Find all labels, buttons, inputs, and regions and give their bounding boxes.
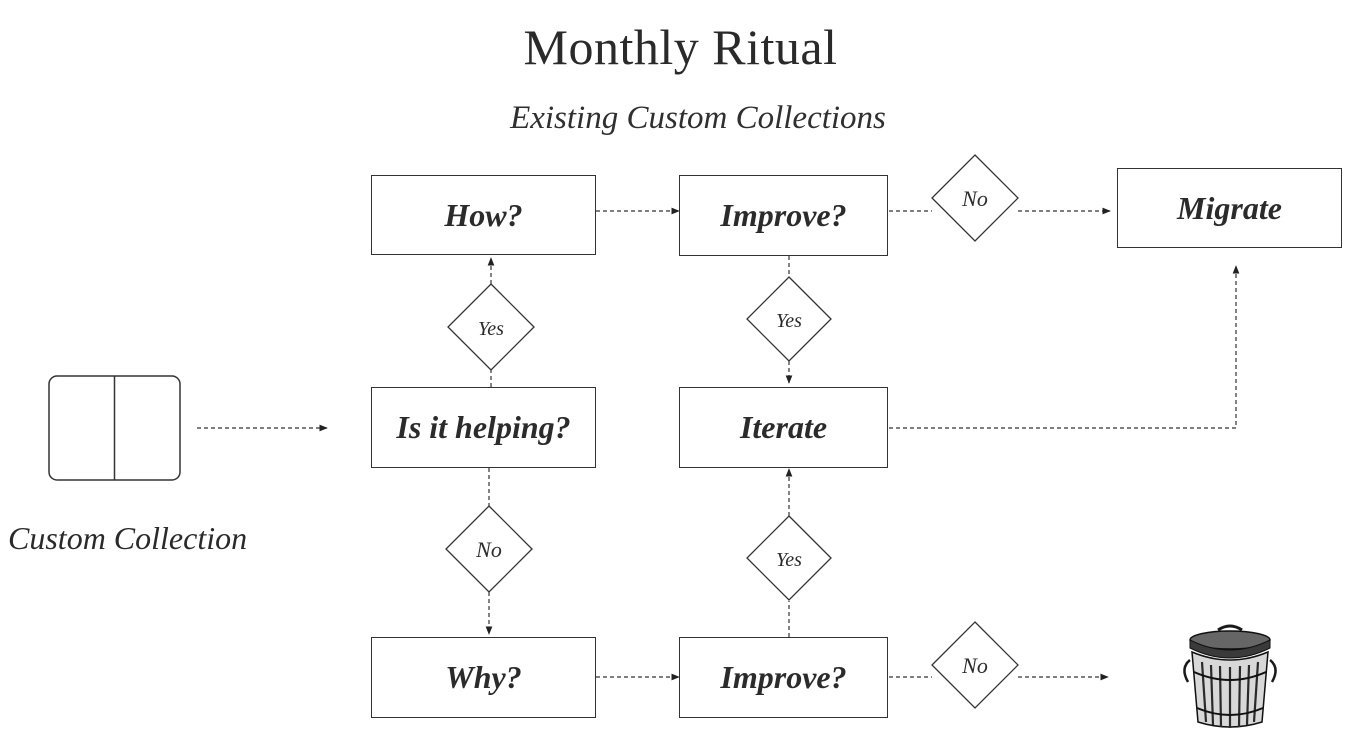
decision-label: Yes: [776, 310, 802, 332]
trash-can-icon: [1183, 624, 1277, 728]
decision-yes-improve-bottom-to-iterate: Yes: [746, 515, 832, 601]
node-why[interactable]: Why?: [371, 637, 596, 718]
decision-label: No: [475, 537, 502, 562]
node-improve-top[interactable]: Improve?: [679, 175, 888, 256]
decision-label: No: [961, 186, 988, 211]
edge-iterate-to-migrate: [889, 265, 1240, 429]
diagram-subtitle: Existing Custom Collections: [510, 100, 886, 136]
node-improve-bottom[interactable]: Improve?: [679, 637, 888, 718]
book-icon[interactable]: [48, 375, 181, 481]
node-iterate[interactable]: Iterate: [679, 387, 888, 468]
diagram-title: Monthly Ritual: [523, 19, 838, 75]
decision-no-improve-bottom-to-trash: No: [931, 621, 1019, 709]
custom-collection-label: Custom Collection: [8, 520, 248, 556]
decision-yes-helping-to-how: Yes: [447, 283, 535, 371]
node-is-it-helping[interactable]: Is it helping?: [371, 387, 596, 468]
node-how[interactable]: How?: [371, 175, 596, 255]
decision-no-improve-top-to-migrate: No: [931, 154, 1019, 242]
decision-label: No: [961, 653, 988, 678]
decision-label: Yes: [478, 318, 504, 340]
decision-yes-improve-top-to-iterate: Yes: [746, 276, 832, 362]
node-migrate[interactable]: Migrate: [1117, 168, 1342, 248]
decision-label: Yes: [776, 549, 802, 571]
decision-no-helping-to-why: No: [445, 505, 533, 593]
